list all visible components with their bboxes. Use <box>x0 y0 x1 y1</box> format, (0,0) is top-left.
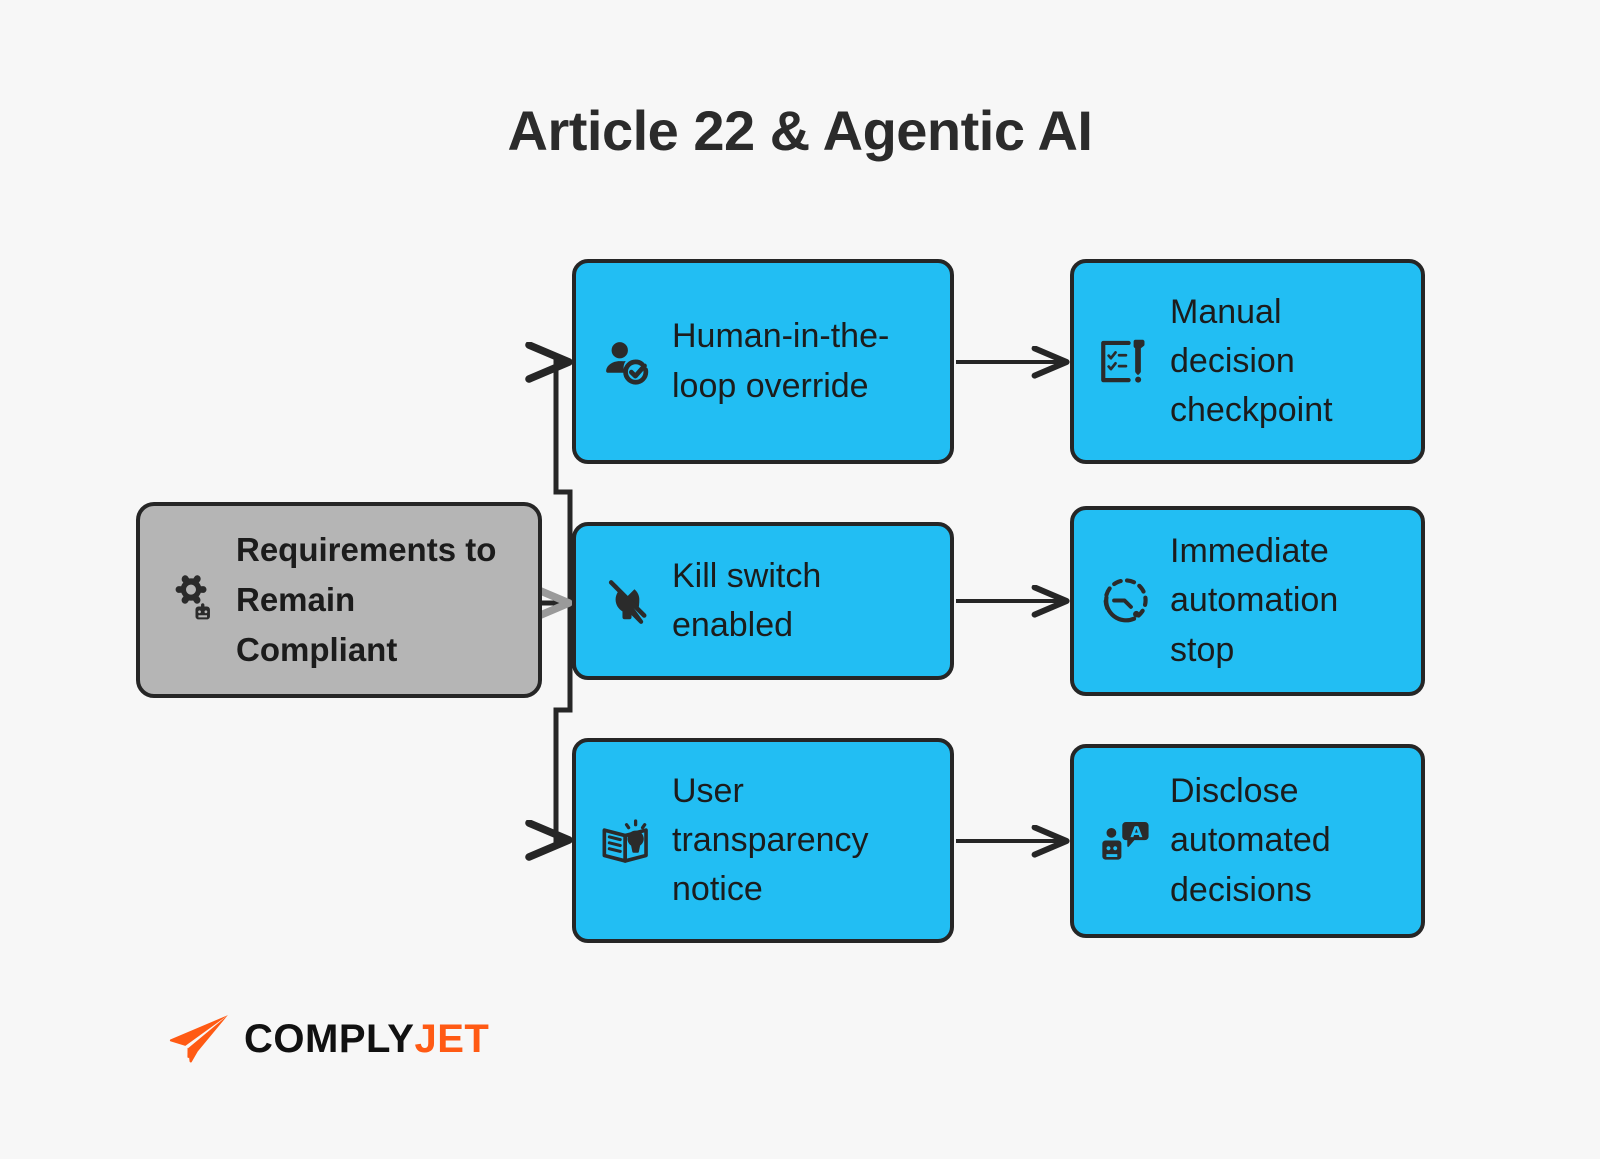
checklist-pen-alert-icon <box>1094 331 1156 393</box>
node-label: Human-in-the-loop override <box>672 317 890 405</box>
connector-root-to-hitl <box>556 362 570 495</box>
node-kill-switch-enabled[interactable]: Kill switch enabled <box>572 522 954 680</box>
dashed-circle-stop-icon <box>1094 570 1156 632</box>
node-human-in-the-loop-override[interactable]: Human-in-the-loop override <box>572 259 954 464</box>
node-manual-decision-checkpoint[interactable]: Manual decision checkpoint <box>1070 259 1425 464</box>
logo-wordmark: COMPLYJET <box>244 1019 489 1059</box>
complyjet-logo[interactable]: COMPLYJET <box>168 1013 489 1065</box>
node-label: Immediate automation stop <box>1170 532 1339 669</box>
node-immediate-automation-stop[interactable]: Immediate automation stop <box>1070 506 1425 696</box>
node-requirements-to-remain-compliant[interactable]: Requirements to Remain Compliant <box>136 502 542 698</box>
node-label: Requirements to Remain Compliant <box>236 530 497 669</box>
node-label: User transparency notice <box>672 771 869 909</box>
book-lightbulb-icon <box>596 810 658 872</box>
node-disclose-automated-decisions[interactable]: Disclose automated decisions <box>1070 744 1425 938</box>
power-plug-off-icon <box>596 570 658 632</box>
node-label: Kill switch enabled <box>672 556 822 644</box>
person-check-icon <box>596 331 658 393</box>
connector-root-to-notice <box>556 707 570 840</box>
logo-word-jet: JET <box>414 1017 490 1061</box>
gear-robot-icon <box>160 569 222 631</box>
page-title: Article 22 & Agentic AI <box>507 99 1093 162</box>
node-user-transparency-notice[interactable]: User transparency notice <box>572 738 954 943</box>
logo-word-comply: COMPLY <box>244 1017 415 1061</box>
paper-plane-icon <box>168 1013 230 1065</box>
node-label: Disclose automated decisions <box>1170 772 1331 909</box>
node-label: Manual decision checkpoint <box>1170 292 1333 430</box>
robot-speech-bubble-icon <box>1094 810 1156 872</box>
